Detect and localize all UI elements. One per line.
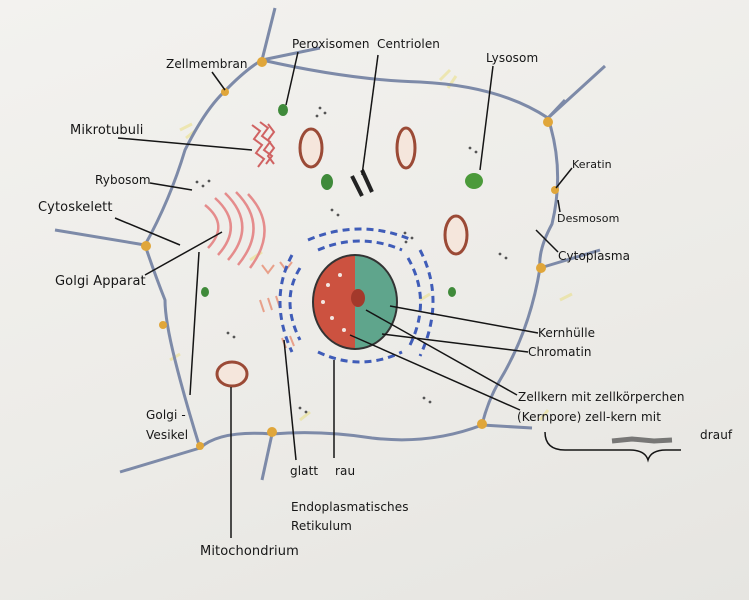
label-cytoplasma: Cytoplasma xyxy=(558,249,631,263)
label-chromatin: Chromatin xyxy=(528,345,592,359)
label-drauf: drauf xyxy=(700,428,733,442)
rough-er xyxy=(278,227,435,364)
label-rau: rau xyxy=(335,464,356,478)
label-mikrotubuli: Mikrotubuli xyxy=(70,123,144,138)
centrioles xyxy=(350,169,374,197)
label-rybosom: Rybosom xyxy=(95,173,151,187)
label-peroxisomen: Peroxisomen xyxy=(292,37,370,51)
label-centriolen: Centriolen xyxy=(377,37,441,51)
label-cytoskelett: Cytoskelett xyxy=(38,200,113,215)
label-zellmembran: Zellmembran xyxy=(166,57,248,71)
label-golgi-vesikel-2: Vesikel xyxy=(146,428,189,442)
label-er-line1: Endoplasmatisches xyxy=(291,500,409,514)
nucleus xyxy=(312,254,398,350)
label-glatt: glatt xyxy=(290,464,319,478)
golgi-apparatus xyxy=(204,191,266,269)
label-golgi-apparat: Golgi Apparat xyxy=(55,274,146,289)
label-zellkern-line2: (Kernpore) zell-kern mit xyxy=(517,410,662,424)
label-mitochondrium: Mitochondrium xyxy=(200,544,299,559)
mitochondria xyxy=(215,126,469,388)
microtubules xyxy=(251,121,276,168)
pointer-lines xyxy=(114,51,573,538)
lysosome xyxy=(465,173,483,189)
neighbor-cell-walls xyxy=(54,7,607,481)
scribble xyxy=(611,436,673,444)
label-keratin: Keratin xyxy=(572,158,612,171)
ribosomes xyxy=(195,106,508,414)
label-golgi-vesikel-1: Golgi - xyxy=(146,408,186,422)
label-kernhuelle: Kernhülle xyxy=(538,326,596,340)
label-er-line2: Retikulum xyxy=(291,519,352,533)
peroxisomes xyxy=(201,104,456,297)
label-desmosom: Desmosom xyxy=(557,212,620,225)
underline-brace xyxy=(544,431,681,463)
cell-membrane xyxy=(143,58,560,450)
label-lysosom: Lysosom xyxy=(486,51,539,65)
label-zellkern-line1: Zellkern mit zellkörperchen xyxy=(518,390,685,404)
desmosomes xyxy=(141,57,559,450)
